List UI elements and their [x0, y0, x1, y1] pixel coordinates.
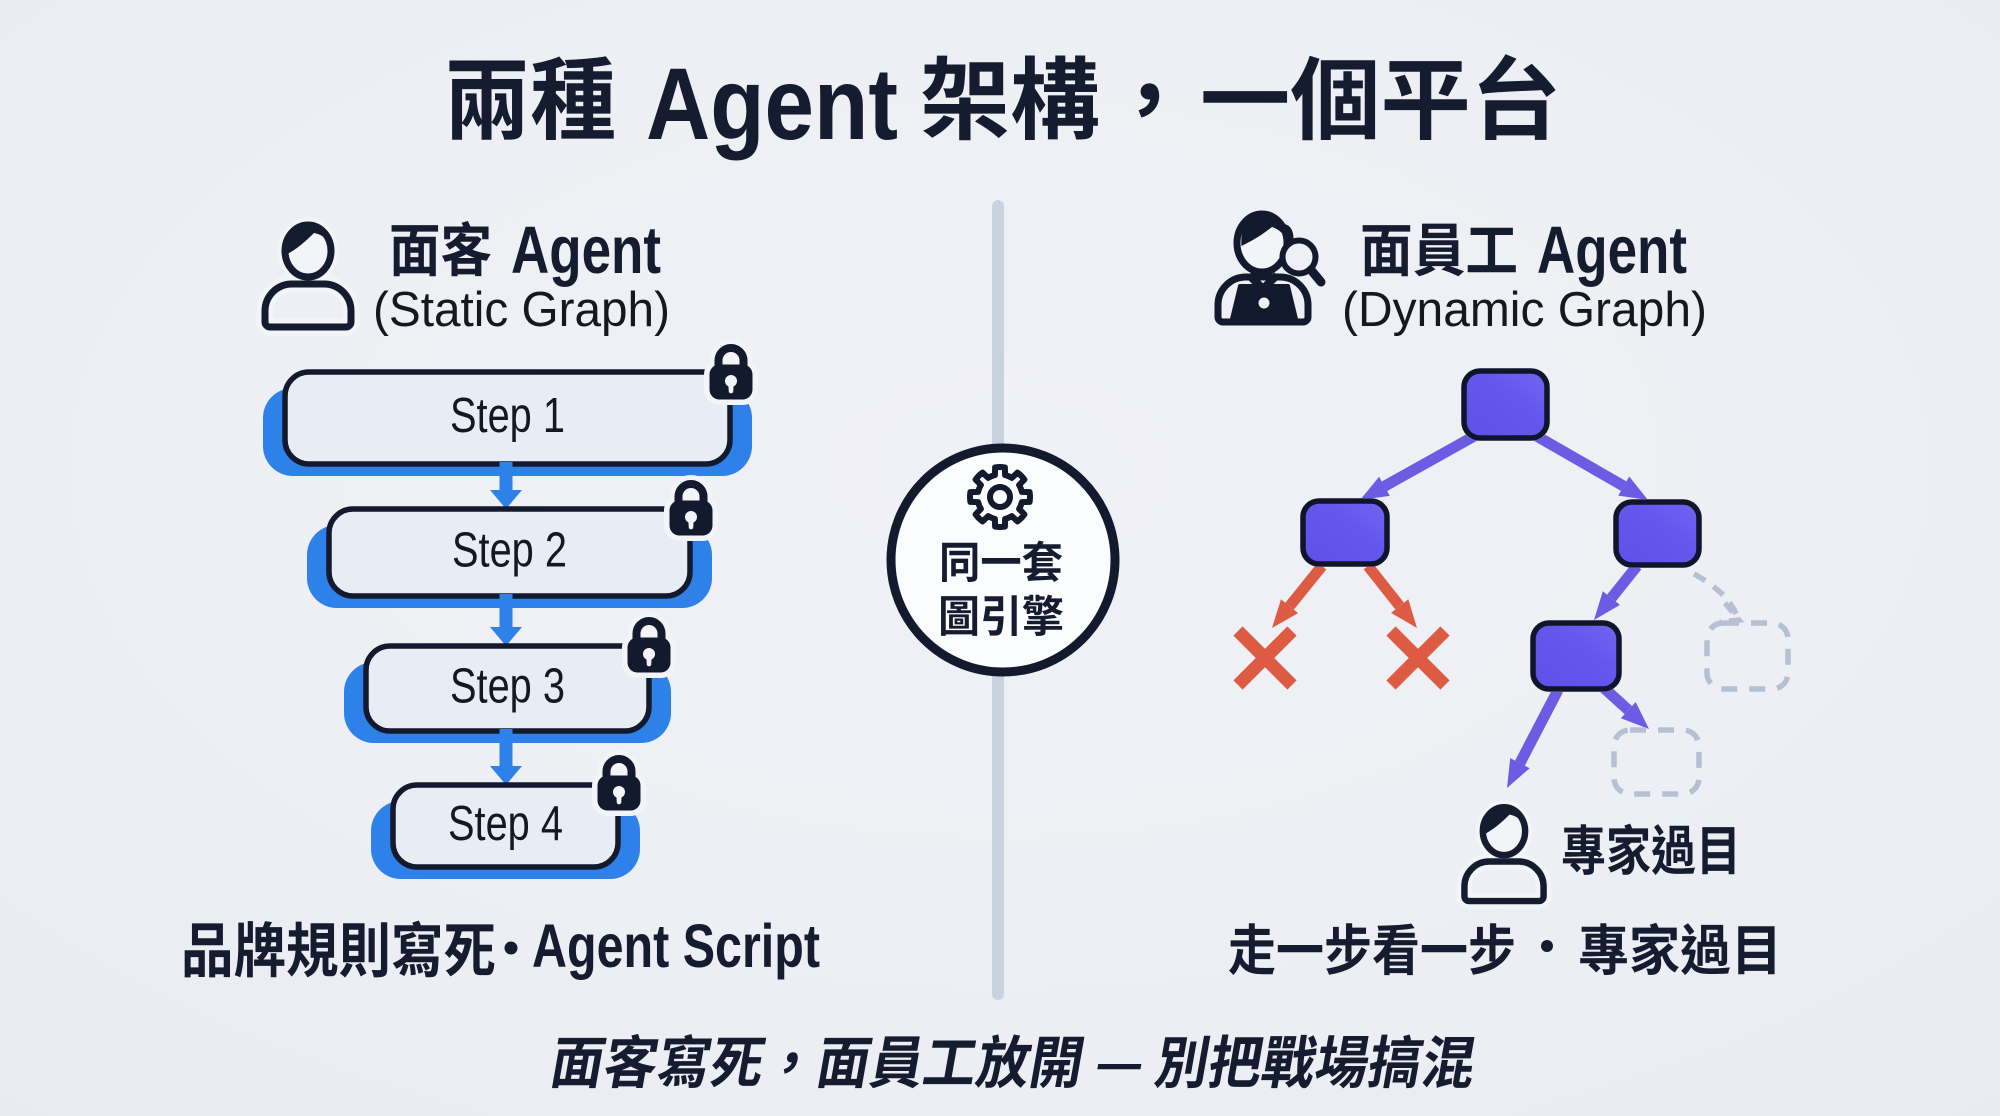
svg-text:Step 1: Step 1	[450, 389, 565, 443]
svg-text:Agent: Agent	[1537, 212, 1687, 287]
svg-text:Step 3: Step 3	[450, 660, 565, 714]
svg-text:(Static Graph): (Static Graph)	[373, 282, 670, 337]
svg-text:(Dynamic Graph): (Dynamic Graph)	[1342, 283, 1707, 338]
svg-text:Agent: Agent	[646, 47, 898, 161]
svg-text:Step 2: Step 2	[452, 524, 567, 578]
svg-text:Agent: Agent	[511, 212, 661, 287]
svg-text:Step 4: Step 4	[448, 797, 563, 851]
svg-text:Agent Script: Agent Script	[532, 912, 820, 981]
